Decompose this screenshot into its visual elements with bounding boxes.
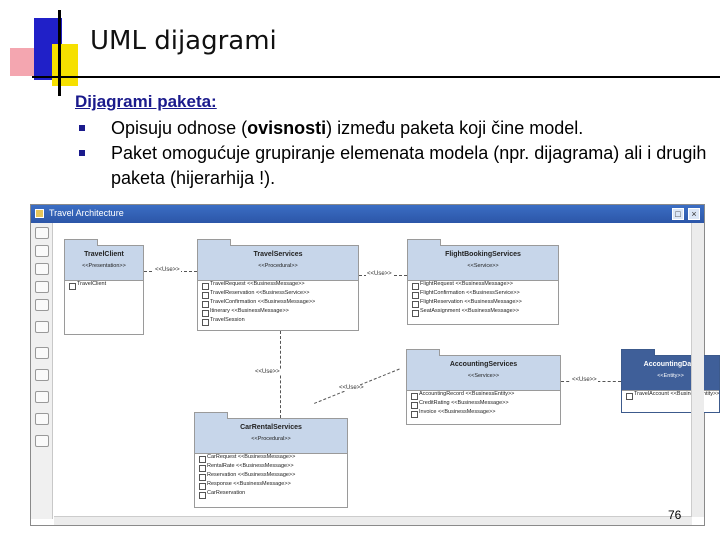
close-button[interactable]: × — [688, 208, 700, 220]
package-row[interactable]: TravelSession — [198, 317, 358, 326]
package-name: AccountingServices — [449, 361, 518, 368]
link-tool-icon[interactable] — [35, 413, 49, 425]
window-titlebar[interactable]: Travel Architecture □ × — [31, 205, 704, 223]
dependency-label: <<Use>> — [366, 271, 393, 277]
package-accounting-data[interactable]: AccountingData <<Entity>> TravelAccount … — [621, 349, 720, 413]
tool-palette — [31, 223, 53, 519]
dependency-tool-icon[interactable] — [35, 321, 49, 333]
bold-term: ovisnosti — [247, 118, 327, 138]
package-stereotype: <<Presentation>> — [82, 263, 126, 269]
package-row[interactable]: CarRequest <<BusinessMessage>> — [195, 454, 347, 463]
package-car-rental-services[interactable]: CarRentalServices <<Procedural>> CarRequ… — [194, 412, 348, 508]
window-title: Travel Architecture — [49, 208, 124, 218]
bullet-item-1: Opisuju odnose (ovisnosti) između paketa… — [75, 116, 715, 141]
decor-vertical-line — [58, 10, 61, 96]
package-row[interactable]: Itinerary <<BusinessMessage>> — [198, 308, 358, 317]
dependency-label: <<Use>> — [338, 385, 365, 391]
package-stereotype: <<Service>> — [467, 373, 500, 379]
package-stereotype: <<Service>> — [467, 263, 499, 269]
zoom-tool-icon[interactable] — [35, 369, 49, 381]
package-row[interactable]: TravelRequest <<BusinessMessage>> — [198, 281, 358, 290]
window-app-icon — [35, 209, 44, 218]
package-name: TravelServices — [253, 251, 303, 258]
text-tool-icon[interactable] — [35, 391, 49, 403]
package-row[interactable]: FlightRequest <<BusinessMessage>> — [408, 281, 558, 290]
package-row[interactable]: FlightReservation <<BusinessMessage>> — [408, 299, 558, 308]
package-travel-services[interactable]: TravelServices <<Procedural>> TravelRequ… — [197, 239, 359, 331]
class-tool-icon[interactable] — [35, 263, 49, 275]
bullet-item-2: Paket omogućuje grupiranje elemenata mod… — [75, 141, 715, 191]
vertical-scrollbar[interactable] — [691, 223, 704, 517]
diagram-canvas[interactable]: TravelClient <<Presentation>> TravelClie… — [54, 223, 720, 517]
package-row[interactable]: FlightConfirmation <<BusinessService>> — [408, 290, 558, 299]
select-tool-icon[interactable] — [35, 227, 49, 239]
package-flight-booking-services[interactable]: FlightBookingServices <<Service>> Flight… — [407, 239, 559, 325]
note-tool-icon[interactable] — [35, 299, 49, 311]
package-row[interactable]: TravelAccount <<BusinessEntity>> — [622, 391, 719, 400]
interface-tool-icon[interactable] — [35, 281, 49, 293]
dependency-label: <<Use>> — [571, 377, 598, 383]
slide-title: UML dijagrami — [90, 26, 277, 56]
decor-yellow-block — [52, 44, 78, 86]
package-accounting-services[interactable]: AccountingServices <<Service>> Accountin… — [406, 349, 561, 425]
package-stereotype: <<Entity>> — [657, 373, 684, 379]
package-stereotype: <<Procedural>> — [251, 436, 291, 442]
package-name: AccountingData — [643, 361, 698, 368]
package-name: CarRentalServices — [240, 424, 302, 431]
package-tool-icon[interactable] — [35, 245, 49, 257]
package-row[interactable]: AccountingRecord <<BusinessEntity>> — [407, 391, 560, 400]
help-tool-icon[interactable] — [35, 435, 49, 447]
package-row[interactable]: RentalRate <<BusinessMessage>> — [195, 463, 347, 472]
package-row[interactable]: CreditRating <<BusinessMessage>> — [407, 400, 560, 409]
package-row[interactable]: CarReservation — [195, 490, 347, 499]
package-row[interactable]: TravelReservation <<BusinessService>> — [198, 290, 358, 299]
package-row[interactable]: Reservation <<BusinessMessage>> — [195, 472, 347, 481]
package-name: FlightBookingServices — [445, 251, 521, 258]
section-heading: Dijagrami paketa: — [75, 92, 217, 111]
package-travel-client[interactable]: TravelClient <<Presentation>> TravelClie… — [64, 239, 144, 335]
horizontal-scrollbar[interactable] — [54, 516, 692, 525]
package-row[interactable]: TravelClient — [65, 281, 143, 290]
bullet-list: Opisuju odnose (ovisnosti) između paketa… — [75, 116, 715, 191]
decor-horizontal-line — [32, 76, 720, 78]
page-number: 76 — [668, 508, 682, 522]
diagram-window: Travel Architecture □ × TravelClient <<P… — [30, 204, 720, 526]
package-row[interactable]: SeatAssignment <<BusinessMessage>> — [408, 308, 558, 317]
package-stereotype: <<Procedural>> — [258, 263, 298, 269]
dependency-label: <<Use>> — [154, 267, 181, 273]
package-row[interactable]: TravelConfirmation <<BusinessMessage>> — [198, 299, 358, 308]
maximize-button[interactable]: □ — [672, 208, 684, 220]
generalization-tool-icon[interactable] — [35, 347, 49, 359]
package-row[interactable]: Invoice <<BusinessMessage>> — [407, 409, 560, 418]
dependency-label: <<Use>> — [254, 369, 281, 375]
package-name: TravelClient — [84, 251, 124, 258]
package-row[interactable]: Response <<BusinessMessage>> — [195, 481, 347, 490]
